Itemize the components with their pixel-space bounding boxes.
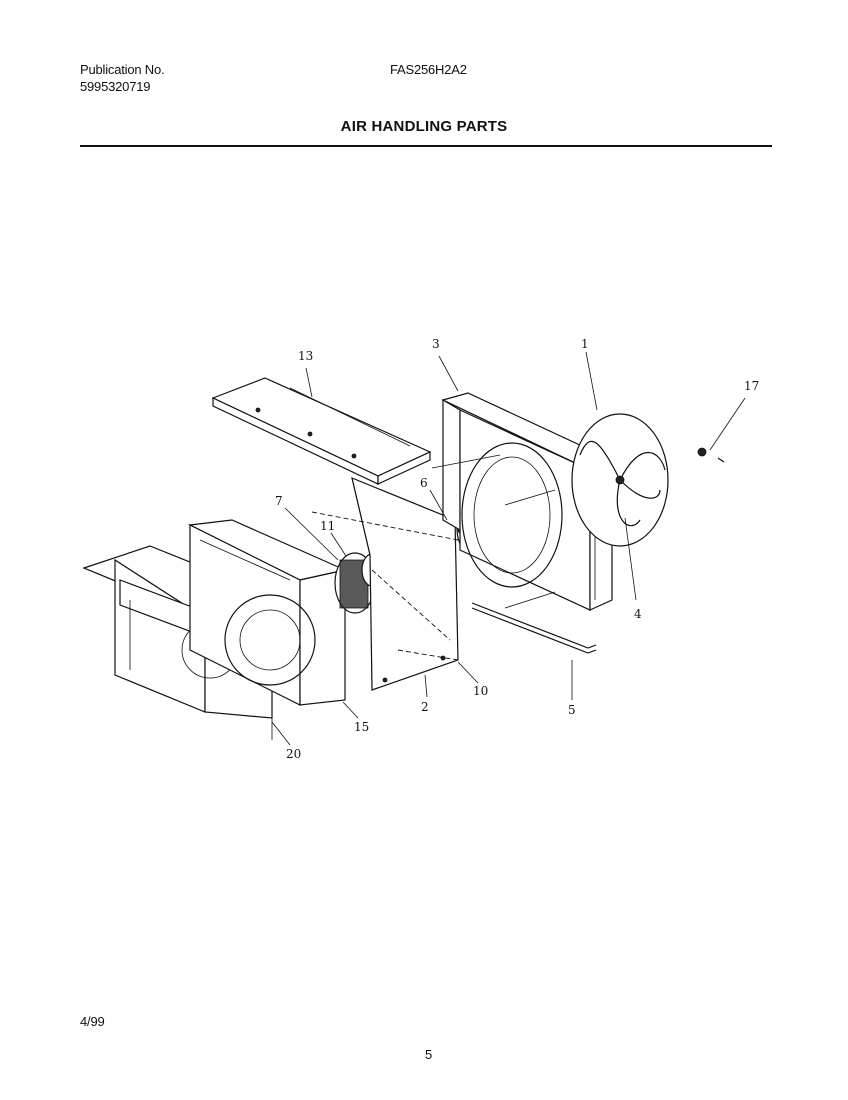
- partition-panel-part: [311, 477, 459, 691]
- fan-blade-part: [571, 413, 669, 547]
- callout-5: 5: [568, 703, 576, 717]
- callout-15: 15: [354, 720, 369, 734]
- title-divider: [80, 145, 772, 147]
- callout-13: 13: [298, 349, 313, 363]
- leader-lines: [271, 351, 746, 746]
- publication-label: Publication No.: [80, 62, 165, 77]
- callout-3: 3: [432, 337, 440, 351]
- nut-part: [697, 447, 725, 463]
- footer-date: 4/99: [80, 1014, 105, 1029]
- callout-7: 7: [275, 494, 283, 508]
- callout-10: 10: [473, 684, 488, 698]
- page-number: 5: [425, 1047, 433, 1062]
- callout-2: 2: [421, 700, 429, 714]
- callout-11: 11: [320, 519, 335, 533]
- shroud-part: [431, 392, 614, 611]
- blower-housing-part: [187, 519, 347, 706]
- callout-6: 6: [420, 476, 428, 490]
- model-number: FAS256H2A2: [390, 62, 467, 77]
- callout-20: 20: [286, 747, 301, 761]
- callout-1: 1: [581, 337, 589, 351]
- callout-4: 4: [634, 607, 642, 621]
- drain-tube-part: [471, 602, 597, 654]
- callout-17: 17: [744, 379, 759, 393]
- top-cover-part: [211, 377, 432, 485]
- publication-number: 5995320719: [80, 79, 151, 94]
- page-title: AIR HANDLING PARTS: [340, 118, 508, 135]
